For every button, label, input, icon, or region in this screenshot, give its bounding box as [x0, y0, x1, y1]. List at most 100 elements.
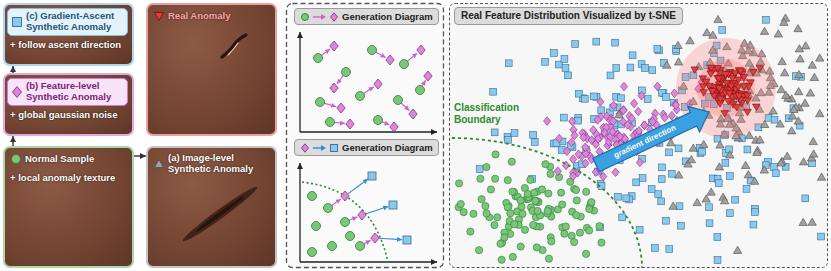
tile-heading: Normal Sample: [25, 154, 94, 165]
square-marker: [627, 64, 634, 71]
tup-marker: [796, 55, 804, 62]
circle-marker: [314, 54, 323, 63]
circle-marker: [328, 242, 337, 251]
tup-marker: [753, 148, 761, 155]
generation-arrow: [331, 199, 341, 206]
legend-icon: [11, 16, 23, 28]
middle-panel-frame: [287, 4, 444, 268]
tdown-marker: [726, 91, 734, 98]
tup-marker: [615, 111, 623, 118]
tile-note: + global gaussian noise: [10, 109, 130, 120]
circle-marker: [356, 92, 365, 101]
diamond-marker: [628, 114, 635, 123]
square-marker: [368, 172, 376, 180]
square-marker: [714, 257, 721, 264]
generation-arrow: [366, 207, 388, 214]
tup-marker: [788, 112, 796, 119]
tup-marker: [687, 156, 695, 163]
square-marker: [612, 39, 619, 46]
arrow-icon-head: [321, 14, 326, 20]
square-marker: [623, 195, 630, 202]
circle-marker: [527, 176, 534, 183]
circle-marker: [324, 204, 333, 213]
tup-marker: [810, 150, 818, 157]
circle-marker: [545, 190, 552, 197]
tup-marker: [675, 171, 683, 178]
diamond-marker: [654, 82, 661, 91]
square-marker: [403, 236, 411, 244]
tup-marker: [795, 88, 803, 95]
diamond-marker: [582, 159, 589, 168]
circle-marker: [394, 96, 403, 105]
arrow-icon: [313, 144, 326, 152]
circle-marker: [547, 170, 554, 177]
panel-title: Real Feature Distribution Visualized by …: [454, 7, 683, 25]
circle-marker: [588, 199, 595, 206]
circle-marker: [312, 222, 321, 231]
tdown-marker: [714, 66, 722, 73]
legend-icon: [300, 12, 310, 22]
circle-marker: [346, 232, 355, 241]
tup-marker: [693, 198, 701, 205]
tup-marker: [715, 163, 723, 170]
circle-marker: [416, 86, 425, 95]
square-marker: [750, 221, 757, 228]
tup-marker: [795, 45, 803, 52]
circle-marker: [507, 210, 514, 217]
tup-marker: [783, 152, 791, 159]
square-marker: [607, 72, 614, 79]
tile-heading-box: (c) Gradient-Ascent Synthetic Anomaly: [7, 8, 128, 36]
square-marker: [726, 210, 733, 217]
square-marker: [491, 129, 498, 136]
image-tile: (b) Feature-level Synthetic Anomaly+ glo…: [3, 73, 134, 136]
anomaly-core: [697, 59, 755, 117]
tup-marker: [774, 30, 782, 37]
circle-marker: [573, 211, 580, 218]
circle-marker: [467, 228, 474, 235]
tup-marker: [700, 140, 708, 147]
streak-core: [195, 195, 246, 234]
circle-marker: [524, 190, 531, 197]
circle-marker: [561, 230, 568, 237]
circle-marker: [457, 200, 464, 207]
square-marker: [658, 198, 665, 205]
flow-arrow: [12, 66, 13, 73]
tup-marker: [816, 54, 824, 61]
generation-arrow: [364, 240, 371, 244]
plot-axis: [299, 32, 300, 132]
circle-marker: [598, 239, 605, 246]
tdown-marker: [740, 84, 748, 91]
diamond-marker: [569, 172, 576, 181]
square-marker: [561, 56, 568, 63]
circle-marker: [517, 243, 524, 250]
diamond-marker: [330, 41, 338, 51]
tdown-marker: [750, 69, 758, 76]
circle-marker: [586, 227, 593, 234]
square-marker: [511, 130, 518, 137]
circle-marker: [341, 218, 350, 227]
tile-heading: (c) Gradient-Ascent Synthetic Anomaly: [26, 11, 124, 33]
tup-marker: [808, 61, 816, 68]
legend-icon: [10, 153, 22, 165]
square-marker: [565, 72, 572, 79]
circle-marker: [583, 188, 590, 195]
square-marker: [590, 93, 597, 100]
square-marker: [722, 159, 729, 166]
tdown-marker: [727, 83, 735, 90]
circle-marker: [494, 214, 501, 221]
tup-marker: [702, 195, 710, 202]
diamond-marker: [556, 134, 563, 143]
square-marker: [763, 16, 770, 23]
plot-panel: Real Feature Distribution Visualized by …: [449, 3, 828, 268]
diamond-marker: [609, 128, 616, 137]
diamond-marker: [661, 113, 668, 122]
generation-arrow: [324, 103, 336, 107]
square-marker: [659, 164, 666, 171]
square-marker: [658, 176, 665, 183]
circle-marker: [483, 163, 490, 170]
square-marker: [615, 193, 622, 200]
square-marker: [648, 186, 655, 193]
circle-marker: [497, 240, 504, 247]
generation-arrow: [422, 80, 426, 86]
legend-icon: [153, 10, 165, 22]
